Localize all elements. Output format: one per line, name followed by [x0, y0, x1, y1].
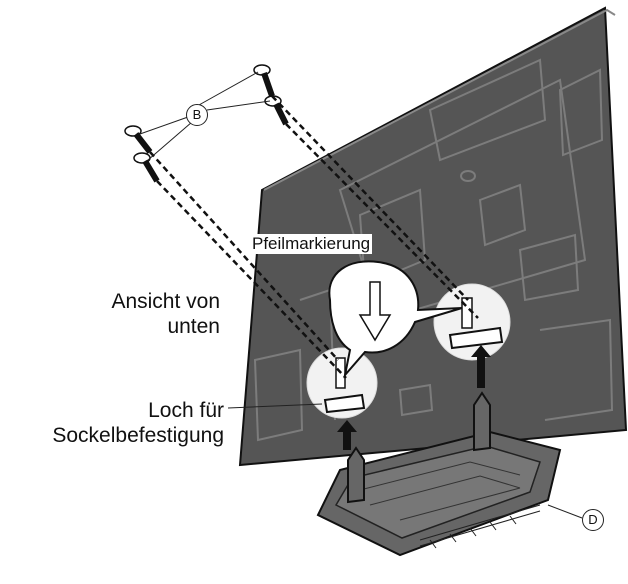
view-from-below-label: Ansicht von unten [50, 289, 220, 339]
screw-4 [133, 152, 160, 183]
stand-hole-line1: Loch für [148, 399, 224, 422]
screws [124, 64, 289, 183]
stand-hole-line2: Sockelbefestigung [52, 424, 224, 447]
arrow-marking-bubble [328, 260, 463, 379]
insertion-arrows [337, 345, 491, 450]
screw-1 [253, 64, 275, 97]
arrow-marking-label: Pfeilmarkierung [250, 234, 373, 254]
magnifier-left [306, 347, 378, 419]
callout-stand: D [582, 509, 604, 531]
magnifier-right [433, 283, 511, 361]
screw-3 [124, 125, 153, 154]
hole-leader [227, 403, 323, 409]
view-from-below-line1: Ansicht von [111, 290, 220, 313]
callout-d-leader [547, 504, 583, 519]
view-from-below-line2: unten [167, 315, 220, 338]
stand-hole-label: Loch für Sockelbefestigung [12, 398, 224, 448]
dashed-guides [149, 95, 479, 379]
stand [316, 391, 562, 557]
callout-screws: B [186, 104, 208, 126]
callout-b-leaders [139, 71, 271, 161]
screw-2 [264, 95, 289, 126]
